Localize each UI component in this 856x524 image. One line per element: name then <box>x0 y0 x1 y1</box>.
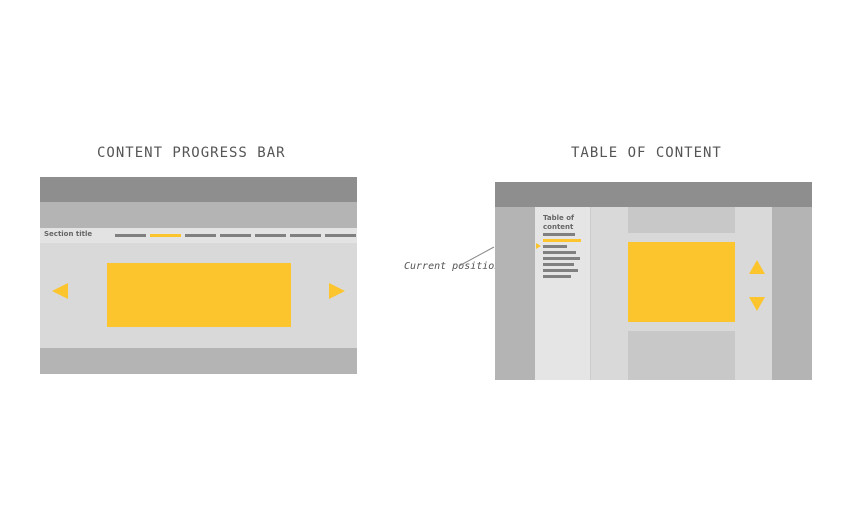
top-bar <box>495 182 812 207</box>
toc-line[interactable] <box>543 269 578 272</box>
next-arrow-icon[interactable] <box>329 283 345 299</box>
toc-line[interactable] <box>543 257 580 260</box>
toc-line[interactable] <box>543 233 575 236</box>
main-content-area <box>628 242 735 322</box>
scroll-down-arrow-icon[interactable] <box>749 297 765 311</box>
left-column <box>495 207 535 380</box>
progress-segment[interactable] <box>220 234 251 237</box>
content-progress-bar-heading: CONTENT PROGRESS BAR <box>97 145 286 161</box>
toc-line[interactable] <box>543 251 576 254</box>
annotation-pointer-line <box>458 246 495 267</box>
progress-segment[interactable] <box>325 234 356 237</box>
progress-segment[interactable] <box>255 234 286 237</box>
current-position-marker-icon <box>536 243 541 249</box>
scroll-up-arrow-icon[interactable] <box>749 260 765 274</box>
toc-title: Table of content <box>543 214 575 231</box>
toc-line[interactable] <box>543 275 571 278</box>
top-bar <box>40 177 357 202</box>
content-block-bottom <box>628 331 735 380</box>
previous-arrow-icon[interactable] <box>52 283 68 299</box>
toc-line-active[interactable] <box>543 239 581 242</box>
section-title: Section title <box>44 230 93 238</box>
table-of-content-mockup: Table of content <box>495 182 812 380</box>
progress-segment[interactable] <box>115 234 146 237</box>
progress-bar-mockup: Section title <box>40 177 357 374</box>
main-content-area <box>107 263 291 327</box>
current-position-annotation: Current position <box>404 261 501 272</box>
progress-segment[interactable] <box>185 234 216 237</box>
progress-segment[interactable] <box>290 234 321 237</box>
right-column <box>772 207 812 380</box>
table-of-content-heading: TABLE OF CONTENT <box>571 145 722 161</box>
footer-bar <box>40 348 357 374</box>
toc-line[interactable] <box>543 263 574 266</box>
header-bar <box>40 202 357 228</box>
content-block-top <box>628 207 735 233</box>
toc-line[interactable] <box>543 245 567 248</box>
toc-divider <box>590 207 591 380</box>
progress-segment-active[interactable] <box>150 234 181 237</box>
